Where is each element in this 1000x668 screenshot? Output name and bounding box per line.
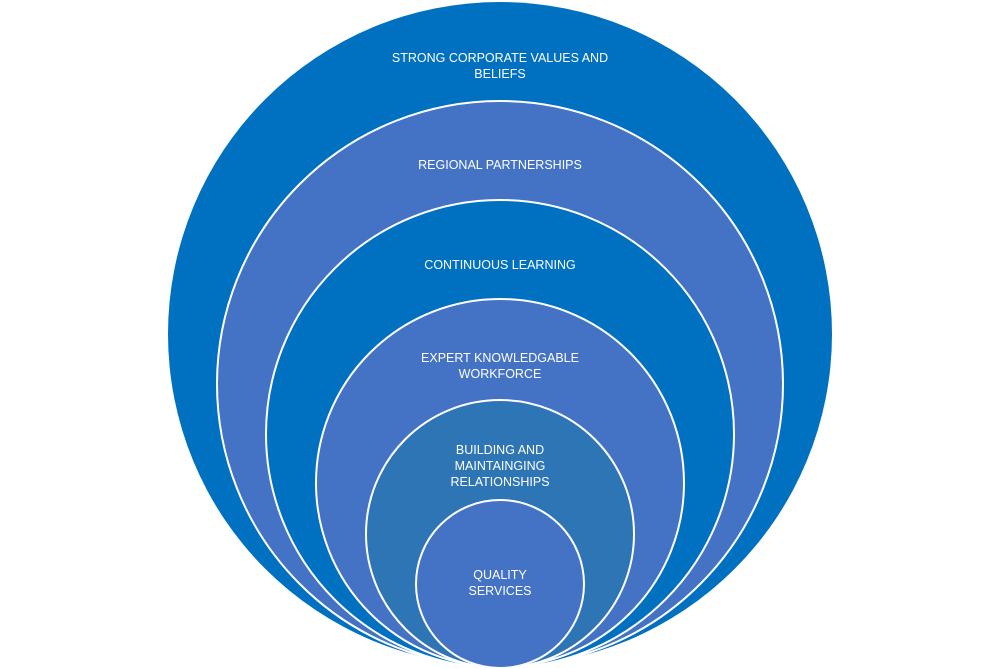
layer-strong-corporate-values-label-line: STRONG CORPORATE VALUES AND xyxy=(392,51,608,65)
layer-regional-partnerships-label: REGIONAL PARTNERSHIPS xyxy=(418,158,582,172)
layer-building-relationships-label: BUILDING AND MAINTAINGING RELATIONSHIPS xyxy=(450,443,549,489)
layer-quality-services-label-line: SERVICES xyxy=(469,584,532,598)
layer-continuous-learning-label: CONTINUOUS LEARNING xyxy=(424,258,575,272)
layer-quality-services-label-line: QUALITY xyxy=(473,568,527,582)
layer-building-relationships-label-line: RELATIONSHIPS xyxy=(450,475,549,489)
layer-strong-corporate-values-label: STRONG CORPORATE VALUES AND BELIEFS xyxy=(392,51,608,81)
layer-expert-workforce-label-line: EXPERT KNOWLEDGABLE xyxy=(421,351,579,365)
layer-building-relationships-label-line: MAINTAINGING xyxy=(455,459,546,473)
layer-expert-workforce-label-line: WORKFORCE xyxy=(459,367,542,381)
layer-quality-services-label: QUALITY SERVICES xyxy=(469,568,532,598)
layer-building-relationships-label-line: BUILDING AND xyxy=(456,443,544,457)
layer-strong-corporate-values-label-line: BELIEFS xyxy=(474,67,525,81)
layer-expert-workforce-label: EXPERT KNOWLEDGABLE WORKFORCE xyxy=(421,351,579,381)
layer-regional-partnerships-label-line: REGIONAL PARTNERSHIPS xyxy=(418,158,582,172)
layer-quality-services-circle xyxy=(415,499,585,668)
layer-continuous-learning-label-line: CONTINUOUS LEARNING xyxy=(424,258,575,272)
